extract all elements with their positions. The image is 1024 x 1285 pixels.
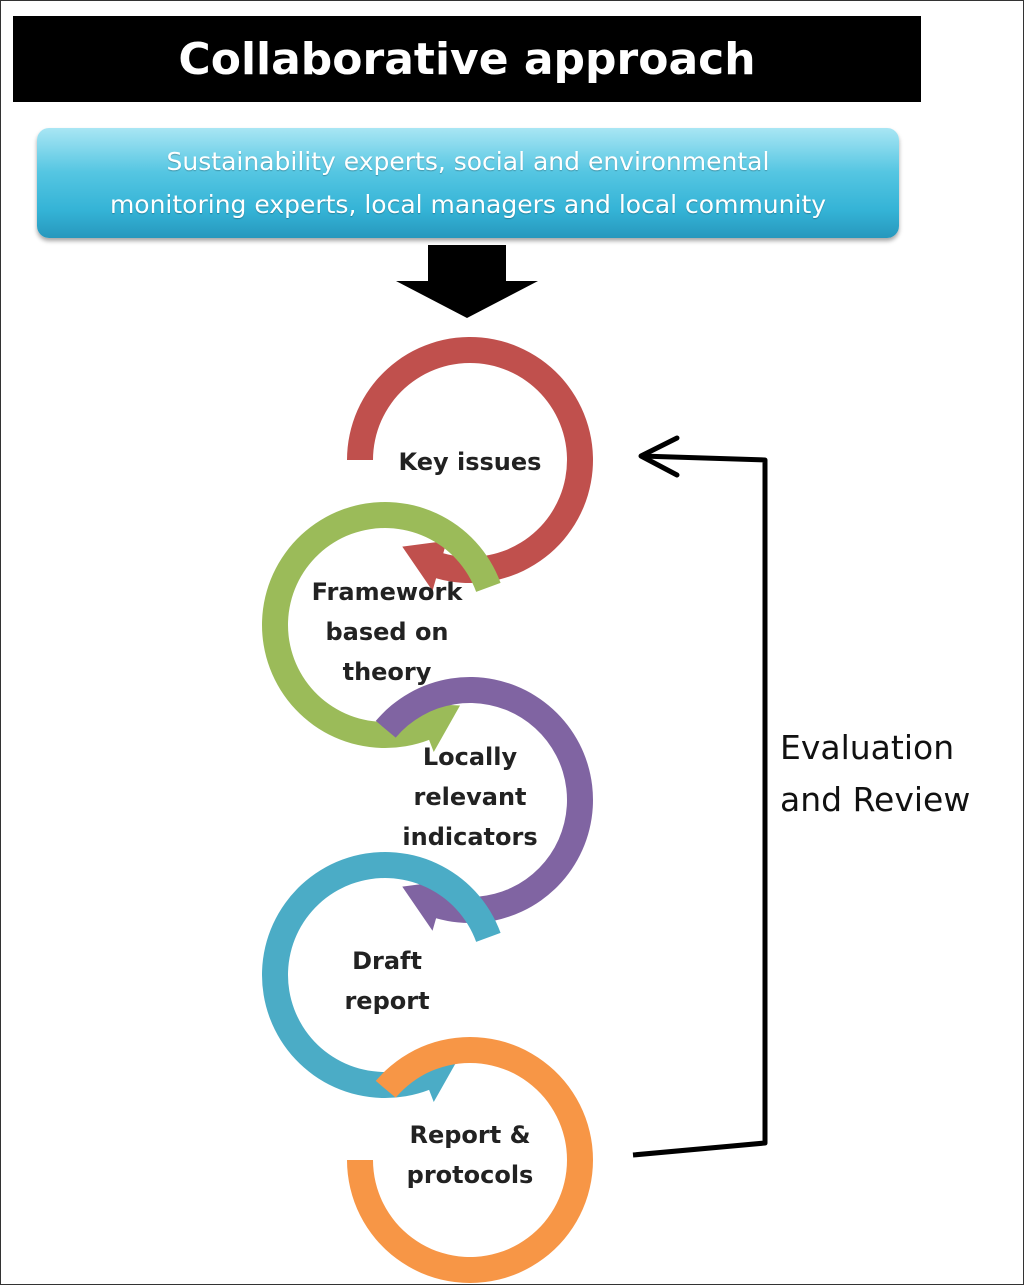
feedback-arrowhead [638, 435, 680, 478]
circular-arrows [261, 336, 593, 1284]
indicators-arrow [375, 676, 593, 931]
step-label-framework: Framework based on theory [311, 578, 463, 686]
participants-line-2: monitoring experts, local managers and l… [109, 190, 827, 219]
step-label-key-issues: Key issues [398, 448, 542, 476]
step-label-indicators: Locally relevant indicators [402, 743, 538, 851]
evaluation-review-label: Evaluation and Review [780, 728, 971, 819]
step-label-report-protocols: Report & protocols [406, 1121, 534, 1189]
feedback-loop-line [632, 453, 768, 1158]
participants-line-1: Sustainability experts, social and envir… [166, 147, 770, 176]
down-arrow [396, 245, 538, 318]
title-bar: Collaborative approach [13, 16, 921, 102]
diagram-title: Collaborative approach [178, 33, 756, 85]
step-label-draft-report: Draft report [344, 947, 430, 1015]
participants-text: Sustainability experts, social and envir… [110, 140, 826, 226]
participants-box: Sustainability experts, social and envir… [37, 128, 899, 238]
